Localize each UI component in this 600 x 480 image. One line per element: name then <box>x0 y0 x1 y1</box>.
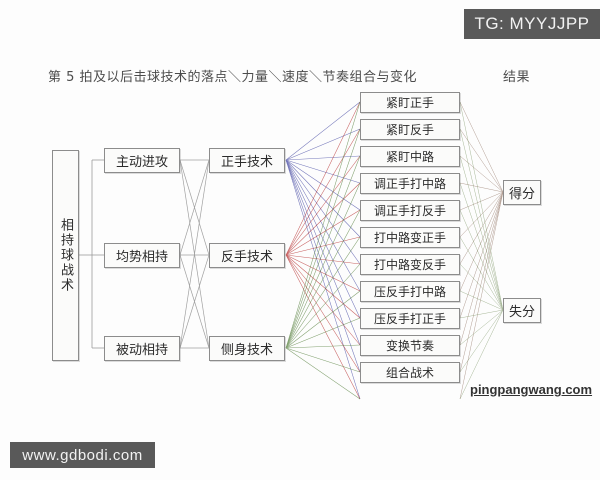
inline-site-watermark: pingpangwang.com <box>470 382 593 397</box>
pivot-fan-connectors <box>285 101 361 400</box>
telegram-watermark-badge: TG: MYYJJPP <box>464 9 600 39</box>
node-tactic-5[interactable]: 调正手打反手 <box>360 200 460 221</box>
node-tactic-7[interactable]: 打中路变反手 <box>360 254 460 275</box>
level2-to-level3-connectors <box>179 159 210 349</box>
node-pivot-technique[interactable]: 侧身技术 <box>209 336 285 361</box>
node-tactic-3[interactable]: 紧盯中路 <box>360 146 460 167</box>
node-tactic-11[interactable]: 组合战术 <box>360 362 460 383</box>
root-to-level2-connectors <box>79 159 104 349</box>
node-backhand-technique[interactable]: 反手技术 <box>209 243 285 268</box>
site-watermark-badge: www.gdbodi.com <box>10 442 155 468</box>
node-tactic-2[interactable]: 紧盯反手 <box>360 119 460 140</box>
diagram-title: 第 5 拍及以后击球技术的落点＼力量＼速度＼节奏组合与变化 <box>48 70 418 85</box>
node-tactic-4[interactable]: 调正手打中路 <box>360 173 460 194</box>
node-tactic-1[interactable]: 紧盯正手 <box>360 92 460 113</box>
node-tactic-8[interactable]: 压反手打中路 <box>360 281 460 302</box>
node-tactic-6[interactable]: 打中路变正手 <box>360 227 460 248</box>
node-tactic-9[interactable]: 压反手打正手 <box>360 308 460 329</box>
level4-to-loss-connectors <box>459 101 504 400</box>
node-passive-rally[interactable]: 被动相持 <box>104 336 180 361</box>
node-result-win-point[interactable]: 得分 <box>503 180 541 205</box>
level4-to-score-connectors <box>459 101 504 400</box>
node-root-strategy[interactable]: 相持球战术 <box>52 150 79 361</box>
backhand-fan-connectors <box>285 101 361 400</box>
node-result-lose-point[interactable]: 失分 <box>503 298 541 323</box>
node-active-attack[interactable]: 主动进攻 <box>104 148 180 173</box>
result-column-title: 结果 <box>503 70 531 85</box>
node-forehand-technique[interactable]: 正手技术 <box>209 148 285 173</box>
node-tactic-10[interactable]: 变换节奏 <box>360 335 460 356</box>
node-balanced-rally[interactable]: 均势相持 <box>104 243 180 268</box>
